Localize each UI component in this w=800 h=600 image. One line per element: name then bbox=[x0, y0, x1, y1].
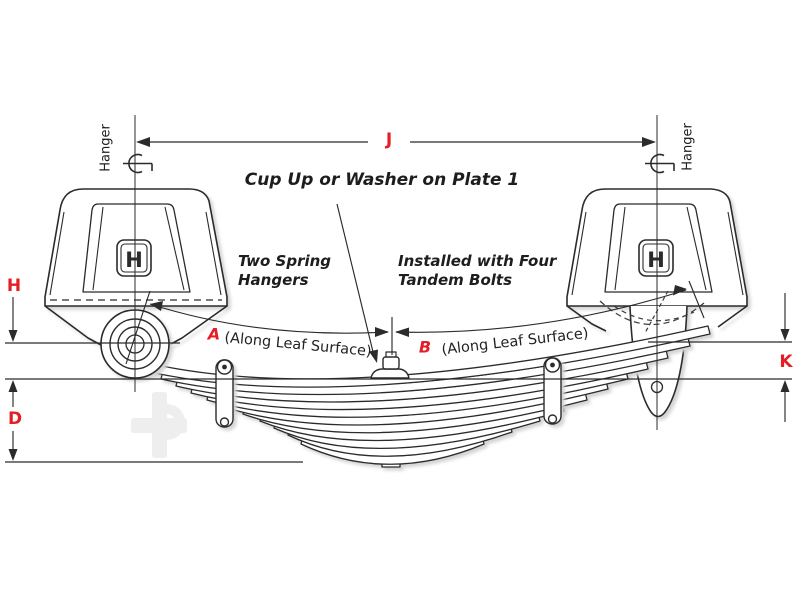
j-arrow-left bbox=[136, 137, 150, 147]
two-spring-hangers-line2: Hangers bbox=[238, 271, 309, 289]
hanger-logo-emblem-left: H bbox=[116, 239, 152, 277]
dimension-label-h: H bbox=[6, 276, 22, 296]
a-arrow-left bbox=[150, 301, 163, 311]
dimension-label-k: K bbox=[779, 352, 793, 372]
centerline-symbol-icon-left bbox=[123, 153, 153, 174]
dimension-label-b: B bbox=[418, 337, 432, 357]
hanger-logo-letter-left: H bbox=[125, 248, 143, 272]
two-spring-hangers-note: Two Spring Hangers bbox=[238, 252, 331, 290]
dimension-h bbox=[8, 297, 18, 342]
d-arrow-up bbox=[8, 380, 18, 392]
j-arrow-right bbox=[642, 137, 656, 147]
cup-up-note: Cup Up or Washer on Plate 1 bbox=[244, 170, 520, 190]
centerline-symbol-icon-right bbox=[645, 153, 675, 174]
a-arrow-right bbox=[375, 327, 389, 337]
left-spring-clip bbox=[215, 359, 234, 428]
dimension-k bbox=[780, 293, 790, 422]
dimension-b bbox=[395, 280, 705, 337]
h-arrow-down bbox=[8, 330, 18, 342]
dimension-a bbox=[125, 290, 389, 365]
left-hanger: H bbox=[44, 188, 228, 353]
a-end-tick bbox=[125, 290, 151, 365]
hanger-label-right: Hanger bbox=[680, 123, 696, 171]
center-bolt bbox=[370, 351, 410, 379]
dimension-j bbox=[136, 137, 656, 147]
b-arrow-right bbox=[673, 285, 687, 296]
leaf-spring-stack bbox=[149, 325, 711, 468]
cup-note-leader bbox=[336, 203, 378, 363]
two-spring-hangers-line1: Two Spring bbox=[238, 252, 332, 270]
tandem-bolts-line1: Installed with Four bbox=[398, 252, 557, 270]
spring-clips bbox=[215, 357, 562, 428]
hanger-logo-emblem-right: H bbox=[638, 239, 674, 277]
k-arrow-up bbox=[780, 380, 790, 392]
hanger-label-left: Hanger bbox=[98, 124, 114, 172]
b-end-tick bbox=[688, 280, 705, 319]
dimension-layer bbox=[5, 115, 792, 463]
b-arrow-left bbox=[395, 327, 409, 337]
hanger-logo-letter-right: H bbox=[647, 248, 665, 272]
d-arrow-down bbox=[8, 449, 18, 461]
leader-arrowhead bbox=[369, 349, 378, 363]
dimension-label-d: D bbox=[7, 409, 23, 429]
tandem-bolts-note: Installed with Four Tandem Bolts bbox=[398, 252, 556, 290]
dimension-label-a: A bbox=[207, 324, 221, 344]
watermark bbox=[131, 392, 187, 458]
tandem-bolts-line2: Tandem Bolts bbox=[398, 271, 512, 289]
dimension-label-j: J bbox=[385, 130, 393, 150]
right-spring-clip bbox=[543, 357, 562, 425]
dimension-d bbox=[8, 380, 18, 461]
k-arrow-down bbox=[780, 329, 790, 341]
